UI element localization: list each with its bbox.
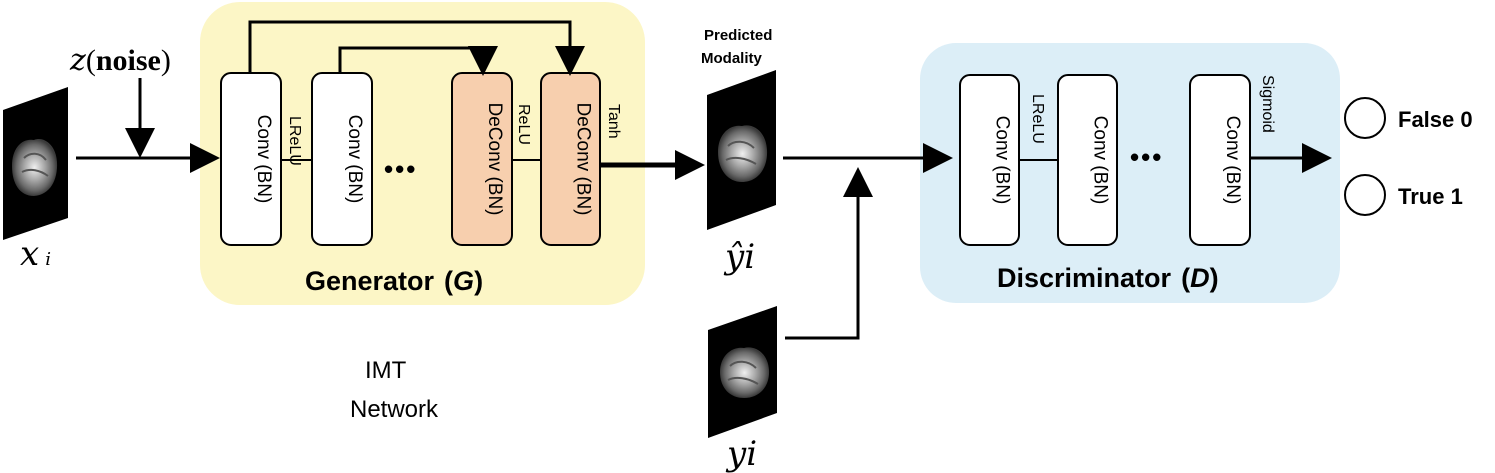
real-image-yi	[708, 306, 777, 438]
brain-scan-icon	[12, 139, 58, 196]
caption-line-1: IMT	[365, 357, 407, 384]
caption-line-2: Network	[350, 396, 439, 423]
discriminator-conv-block-3-label: Conv (BN)	[1222, 116, 1243, 205]
discriminator-conv-block-2: Conv (BN)	[1057, 74, 1118, 246]
disc-ellipsis: •••	[1130, 142, 1163, 172]
skip-connection-outer	[248, 20, 585, 76]
discriminator-conv-block-1: Conv (BN)	[959, 74, 1020, 246]
generator-deconv-block-3-label: DeConv (BN)	[484, 103, 505, 216]
input-image-xi	[3, 87, 68, 240]
predicted-modality-label-1: Predicted	[704, 27, 772, 44]
generator-deconv-block-4: DeConv (BN)	[540, 72, 601, 246]
skip-connection-inner	[338, 46, 498, 76]
disc-activation-lrelu: LReLU	[1029, 94, 1046, 144]
discriminator-conv-block-3-box	[1189, 74, 1251, 246]
gen-activation-lrelu: LReLU	[286, 116, 303, 166]
real-to-discriminator-arrow	[785, 167, 873, 340]
generator-deconv-block-4-label: DeConv (BN)	[573, 103, 594, 216]
discriminator-conv-block-3: Conv (BN)	[1189, 74, 1251, 246]
output-circle-false	[1344, 97, 1386, 139]
real-label-yi: yi	[725, 434, 757, 473]
output-circle-true	[1344, 174, 1386, 216]
generator-conv-block-1: Conv (BN)	[220, 72, 282, 246]
generator-conv-block-2-label: Conv (BN)	[344, 115, 365, 204]
brain-scan-icon	[718, 125, 768, 182]
predicted-modality-label-2: Modality	[701, 50, 762, 67]
predicted-image-yhat	[707, 70, 776, 230]
discriminator-title: Discriminator(D)	[997, 263, 1219, 293]
gen-activation-relu: ReLU	[515, 104, 532, 145]
disc-activation-sigmoid: Sigmoid	[1259, 75, 1276, 133]
output-label-true: True 1	[1398, 184, 1463, 209]
generator-title: Generator(G)	[305, 266, 483, 296]
gen-activation-tanh: Tanh	[605, 104, 622, 139]
brain-scan-icon	[720, 347, 770, 398]
predicted-label-yhat: ŷi	[723, 237, 755, 277]
gen-ellipsis: •••	[384, 154, 417, 184]
discriminator-conv-block-2-box	[1057, 74, 1118, 246]
output-label-false: False 0	[1398, 107, 1473, 132]
generator-conv-block-2: Conv (BN)	[311, 72, 373, 246]
noise-label: z(noise)	[69, 43, 171, 78]
discriminator-conv-block-1-label: Conv (BN)	[992, 116, 1013, 205]
generator-conv-block-1-label: Conv (BN)	[253, 115, 274, 204]
generator-deconv-block-3: DeConv (BN)	[451, 72, 513, 246]
discriminator-conv-block-2-label: Conv (BN)	[1090, 116, 1111, 205]
